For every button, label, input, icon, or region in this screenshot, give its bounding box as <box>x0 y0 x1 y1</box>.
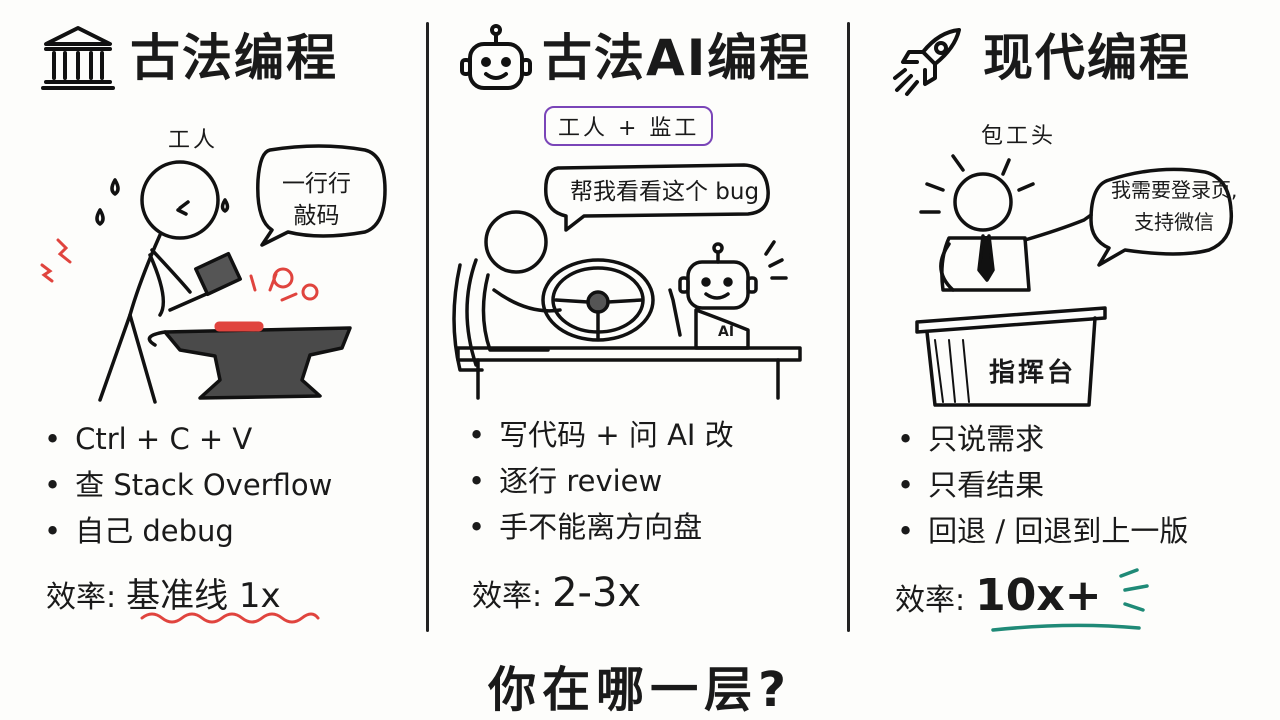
bullet-list: 只说需求 只看结果 回退 / 回退到上一版 <box>897 416 1188 554</box>
bullet-item: 只说需求 <box>897 416 1188 462</box>
column-title: 古法AI编程 <box>542 29 812 87</box>
commander-illustration <box>915 154 1234 407</box>
bullet-item: 逐行 review <box>468 458 734 504</box>
bullet-list: 写代码 + 问 AI 改 逐行 review 手不能离方向盘 <box>468 412 734 550</box>
bullet-item: 写代码 + 问 AI 改 <box>468 412 734 458</box>
bullet-item: 自己 debug <box>44 508 332 554</box>
column-title: 现代编程 <box>983 29 1191 87</box>
efficiency-label: 效率: <box>46 580 117 615</box>
efficiency-label: 效率: <box>895 583 966 618</box>
efficiency-value: 2-3x <box>552 570 642 616</box>
robot-ai-label: AI <box>718 324 735 340</box>
speech-bubble-text: 帮我看看这个 bug <box>570 179 760 205</box>
role-label: 包工头 <box>981 124 1057 149</box>
podium-label: 指挥台 <box>989 358 1077 388</box>
efficiency-row: 效率: 基准线 1x <box>46 568 281 617</box>
role-tag: 工人 + 监工 <box>544 106 714 146</box>
temple-icon <box>41 26 115 90</box>
green-underline <box>991 568 1149 632</box>
efficiency-row: 效率: 10x+ <box>895 570 1102 621</box>
worker-illustration <box>40 144 387 404</box>
column-divider <box>847 22 850 632</box>
column-ancient-coding: 古法编程 工人 <box>0 0 425 640</box>
speech-bubble-text: 我需要登录页, 支持微信 <box>1111 178 1238 234</box>
role-label: 工人 <box>168 128 219 153</box>
closing-question: 你在哪一层? <box>488 662 792 718</box>
speech-bubble <box>1089 167 1234 267</box>
column-title: 古法编程 <box>130 29 338 87</box>
robot-icon <box>460 24 532 90</box>
speech-bubble <box>256 144 387 247</box>
column-ancient-ai-coding: 古法AI编程 工人 + 监工 <box>428 0 846 640</box>
rocket-icon <box>893 28 961 96</box>
efficiency-row: 效率: 2-3x <box>472 570 641 616</box>
bullet-list: Ctrl + C + V 查 Stack Overflow 自己 debug <box>44 416 332 554</box>
bullet-item: 只看结果 <box>897 462 1188 508</box>
bullet-item: 回退 / 回退到上一版 <box>897 508 1188 554</box>
bullet-item: 查 Stack Overflow <box>44 462 332 508</box>
red-squiggle-underline <box>140 612 320 624</box>
bullet-item: Ctrl + C + V <box>44 416 332 462</box>
column-divider <box>426 22 429 632</box>
speech-bubble <box>544 163 770 232</box>
column-modern-coding: 现代编程 包工头 我需要登录页, 支持微信 指挥台 只说需求 只看结果 回退 /… <box>849 0 1280 640</box>
efficiency-label: 效率: <box>472 579 543 614</box>
driver-illustration <box>452 163 802 400</box>
bullet-item: 手不能离方向盘 <box>468 504 734 550</box>
efficiency-value: 基准线 1x <box>126 576 281 616</box>
speech-bubble-text: 一行行 敲码 <box>282 171 351 229</box>
efficiency-value: 10x+ <box>975 570 1102 621</box>
